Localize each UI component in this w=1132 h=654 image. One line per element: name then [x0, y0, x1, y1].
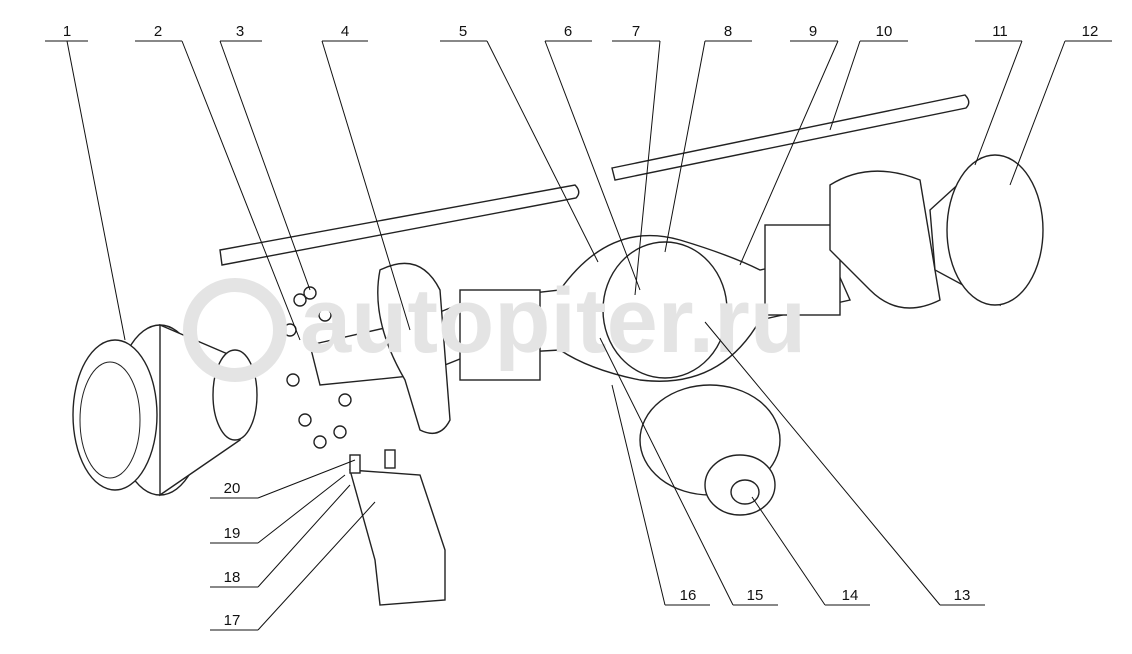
svg-text:4: 4	[341, 23, 349, 40]
right-half-shaft	[611, 94, 970, 181]
svg-text:10: 10	[876, 23, 893, 40]
left-half-shaft	[219, 184, 580, 266]
callout-10: 10	[829, 23, 908, 131]
right-hub-flange	[946, 154, 1044, 306]
svg-text:12: 12	[1082, 23, 1099, 40]
svg-text:16: 16	[680, 587, 697, 604]
svg-text:14: 14	[842, 587, 859, 604]
svg-text:3: 3	[236, 23, 244, 40]
callout-3: 3	[219, 23, 311, 291]
bracket	[349, 469, 446, 606]
svg-text:1: 1	[63, 23, 71, 40]
callout-18: 18	[210, 484, 351, 588]
callout-17: 17	[210, 501, 376, 631]
callout-8: 8	[664, 23, 752, 253]
housing-bowl-flange	[602, 241, 728, 379]
svg-text:9: 9	[809, 23, 817, 40]
callout-1: 1	[45, 23, 126, 341]
svg-text:8: 8	[724, 23, 732, 40]
left-spring-pad	[459, 289, 541, 381]
callout-14: 14	[751, 496, 870, 606]
right-spring-pad	[764, 224, 841, 316]
callout-16: 16	[611, 384, 710, 606]
svg-text:15: 15	[747, 587, 764, 604]
left-spring-seat-flange	[377, 262, 451, 434]
svg-text:2: 2	[154, 23, 162, 40]
svg-text:11: 11	[992, 23, 1008, 40]
callout-13: 13	[704, 321, 985, 606]
callout-19: 19	[210, 474, 346, 544]
watermark-logo	[183, 278, 287, 382]
callout-11: 11	[974, 23, 1023, 166]
svg-text:17: 17	[224, 612, 241, 629]
right-housing-end	[829, 170, 941, 309]
callout-9: 9	[739, 23, 839, 266]
callout-2: 2	[135, 23, 301, 341]
callout-5: 5	[440, 23, 599, 263]
svg-text:13: 13	[954, 587, 971, 604]
callout-15: 15	[599, 337, 778, 606]
left-brake-drum	[72, 339, 158, 491]
callout-20: 20	[210, 459, 356, 499]
watermark-text: autopiter.ru	[300, 270, 806, 372]
svg-text:20: 20	[224, 480, 241, 497]
svg-text:19: 19	[224, 525, 241, 542]
watermark: autopiter.ru	[183, 270, 806, 382]
svg-text:6: 6	[564, 23, 572, 40]
callout-6: 6	[544, 23, 641, 291]
svg-text:18: 18	[224, 569, 241, 586]
bolts	[283, 286, 352, 449]
callout-4: 4	[321, 23, 411, 331]
svg-text:5: 5	[459, 23, 467, 40]
callouts: 1 2 3 4 5 6 7 8 9 10 11 12 13 14 15 16 1…	[45, 23, 1112, 631]
svg-text:7: 7	[632, 23, 640, 40]
callout-7: 7	[612, 23, 661, 296]
axle-parts	[72, 94, 1044, 606]
callout-12: 12	[1009, 23, 1112, 186]
